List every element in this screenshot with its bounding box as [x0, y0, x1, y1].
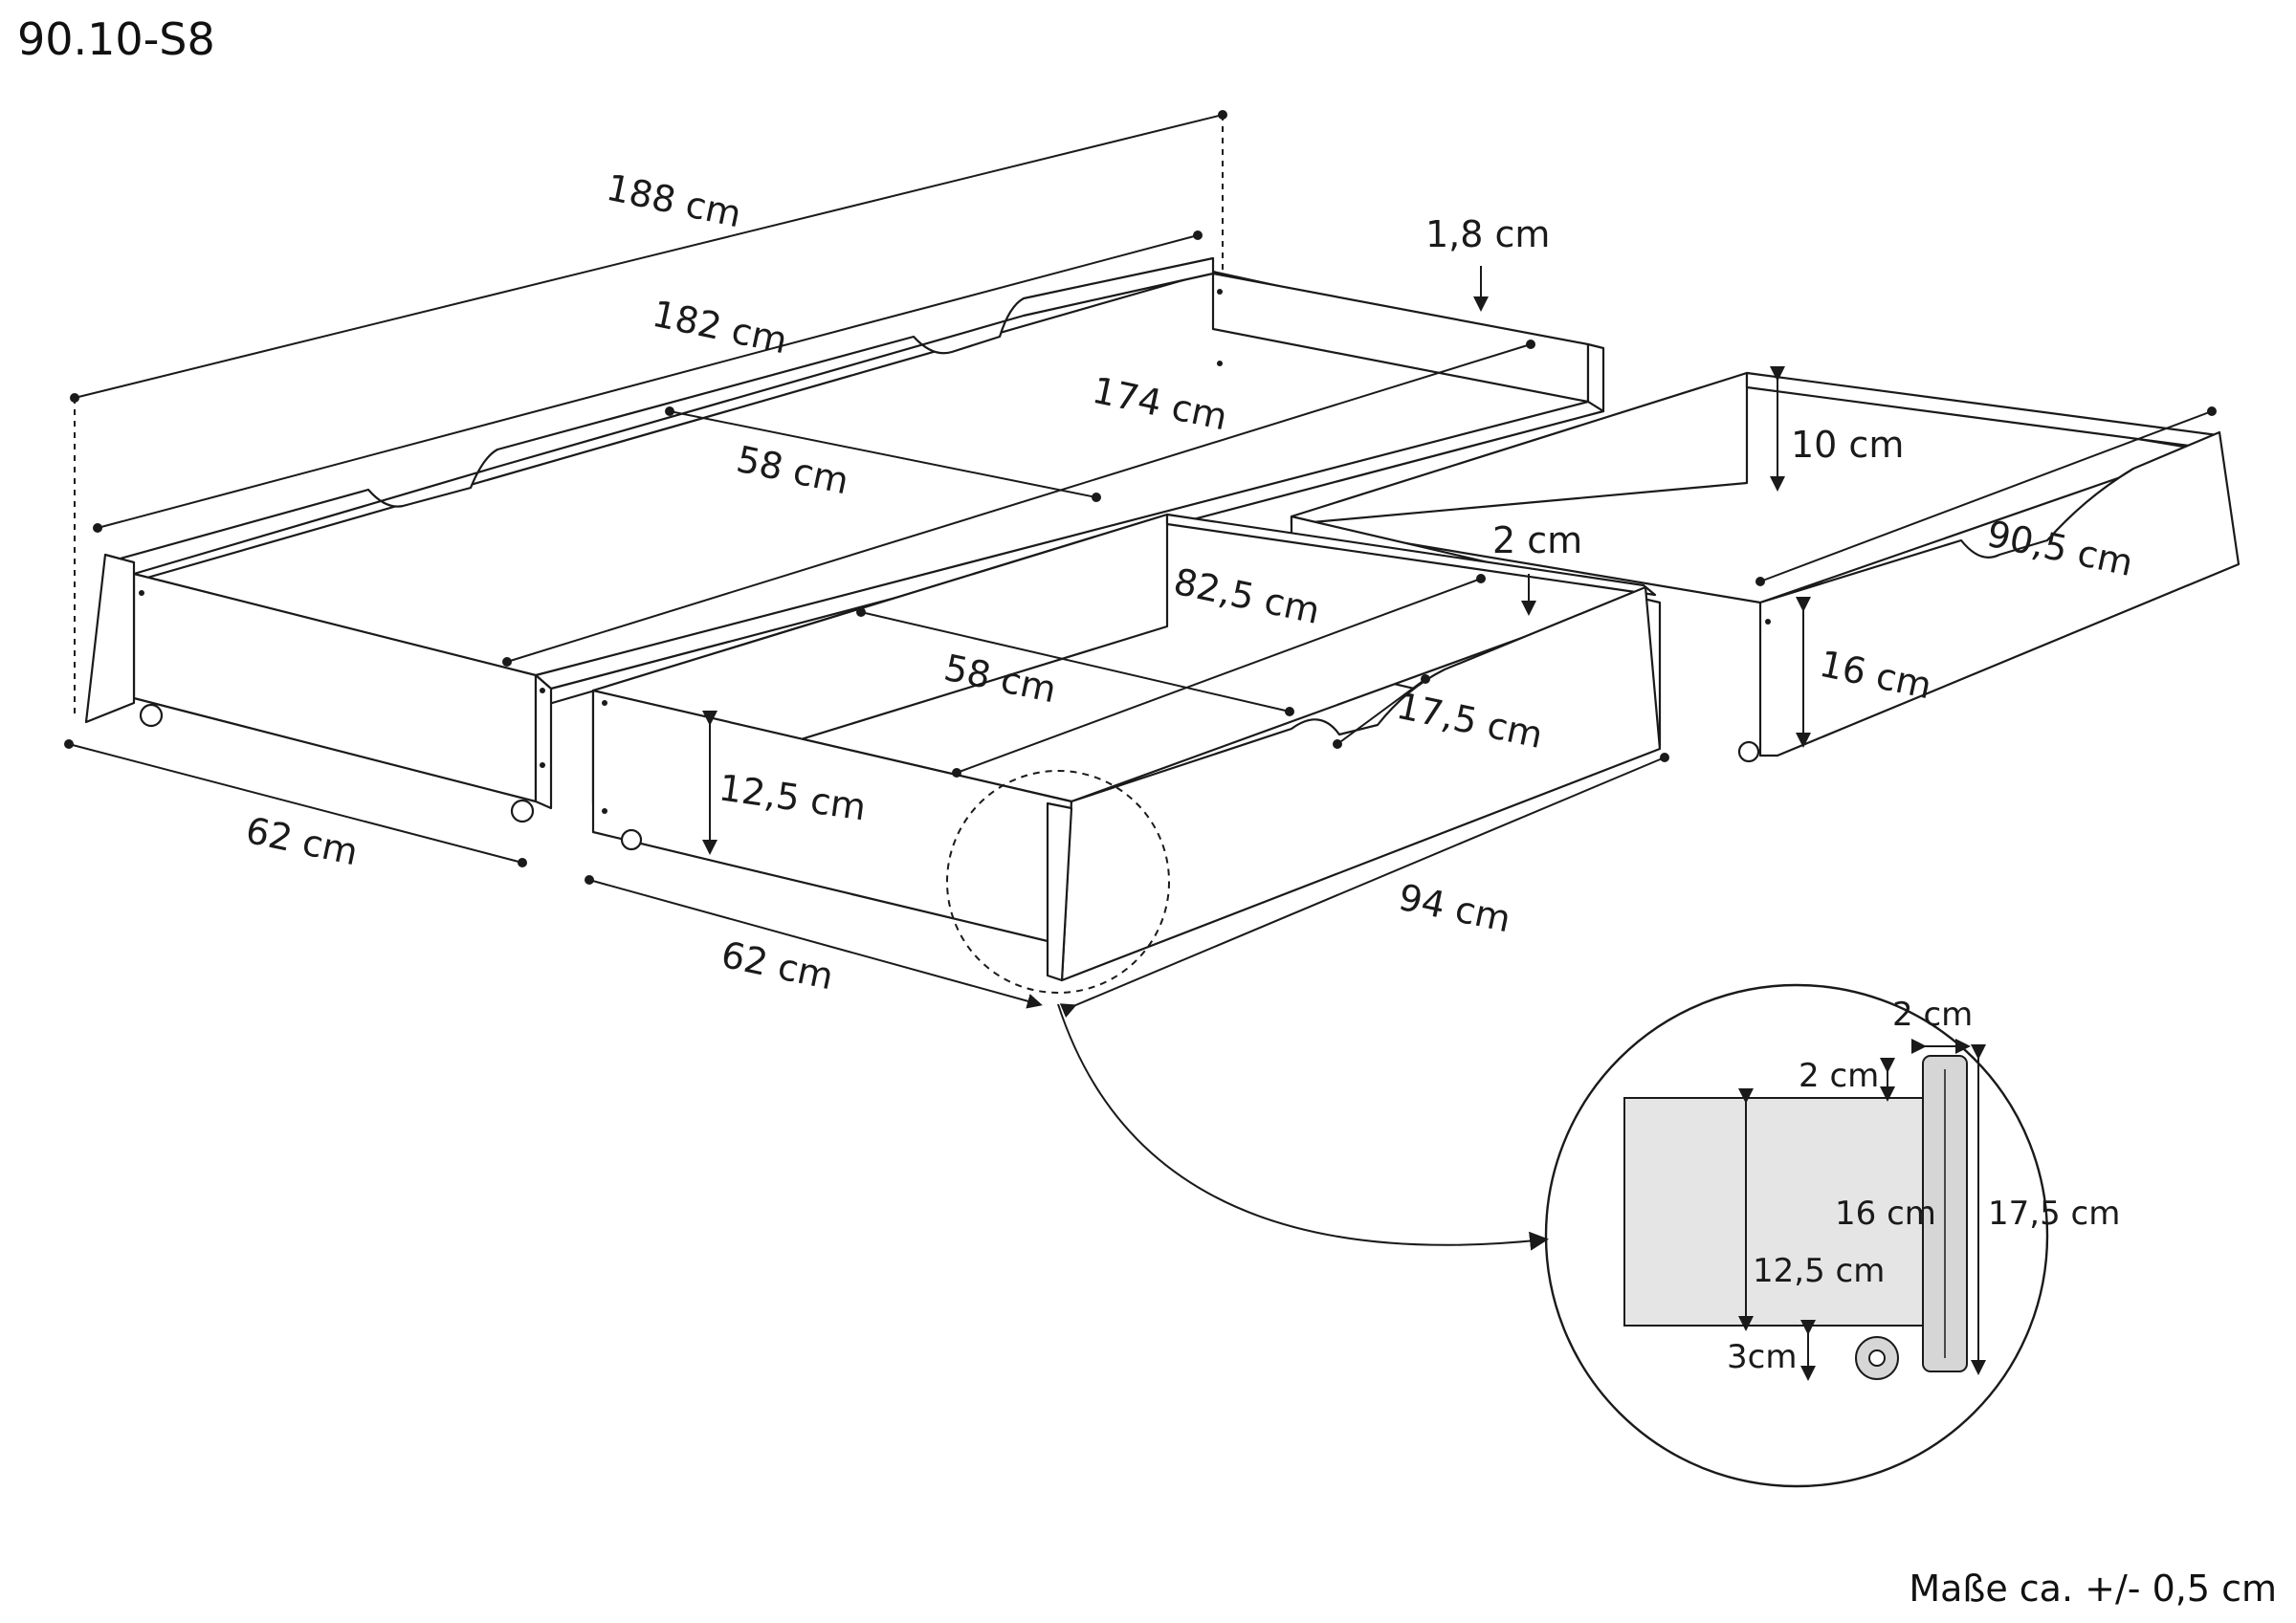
label-width-62-long: 62 cm [242, 809, 362, 874]
model-code: 90.10-S8 [17, 13, 215, 65]
label-length-94: 94 cm [1395, 876, 1514, 941]
label-board-2: 2 cm [1492, 519, 1582, 561]
callout-arc [1057, 1003, 1549, 1251]
label-depth-10: 10 cm [1791, 424, 1904, 466]
detail-label-total-height: 17,5 cm [1988, 1195, 2120, 1233]
label-inner-length: 182 cm [649, 293, 791, 362]
detail-labels: 2 cm 2 cm 16 cm 17,5 cm 12,5 cm 3cm [1727, 996, 2120, 1376]
detail-label-inner-height: 16 cm [1835, 1195, 1936, 1233]
detail-circle [1544, 983, 2049, 1488]
detail-label-side-height: 12,5 cm [1753, 1252, 1885, 1290]
label-side-thickness: 1,8 cm [1425, 213, 1550, 255]
detail-callout [946, 770, 2049, 1488]
side-panel-section [1623, 1097, 1924, 1327]
detail-label-wheel-gap: 3cm [1727, 1338, 1797, 1376]
detail-label-top-gap: 2 cm [1799, 1057, 1879, 1095]
detail-label-board-thickness: 2 cm [1892, 996, 1973, 1034]
label-outer-length: 188 cm [603, 166, 745, 236]
dimension-lines [64, 110, 2217, 1019]
zoom-marker-circle [946, 770, 1170, 994]
tolerance-note: Maße ca. +/- 0,5 cm [1909, 1568, 2277, 1610]
detail-section [1623, 1039, 1986, 1381]
